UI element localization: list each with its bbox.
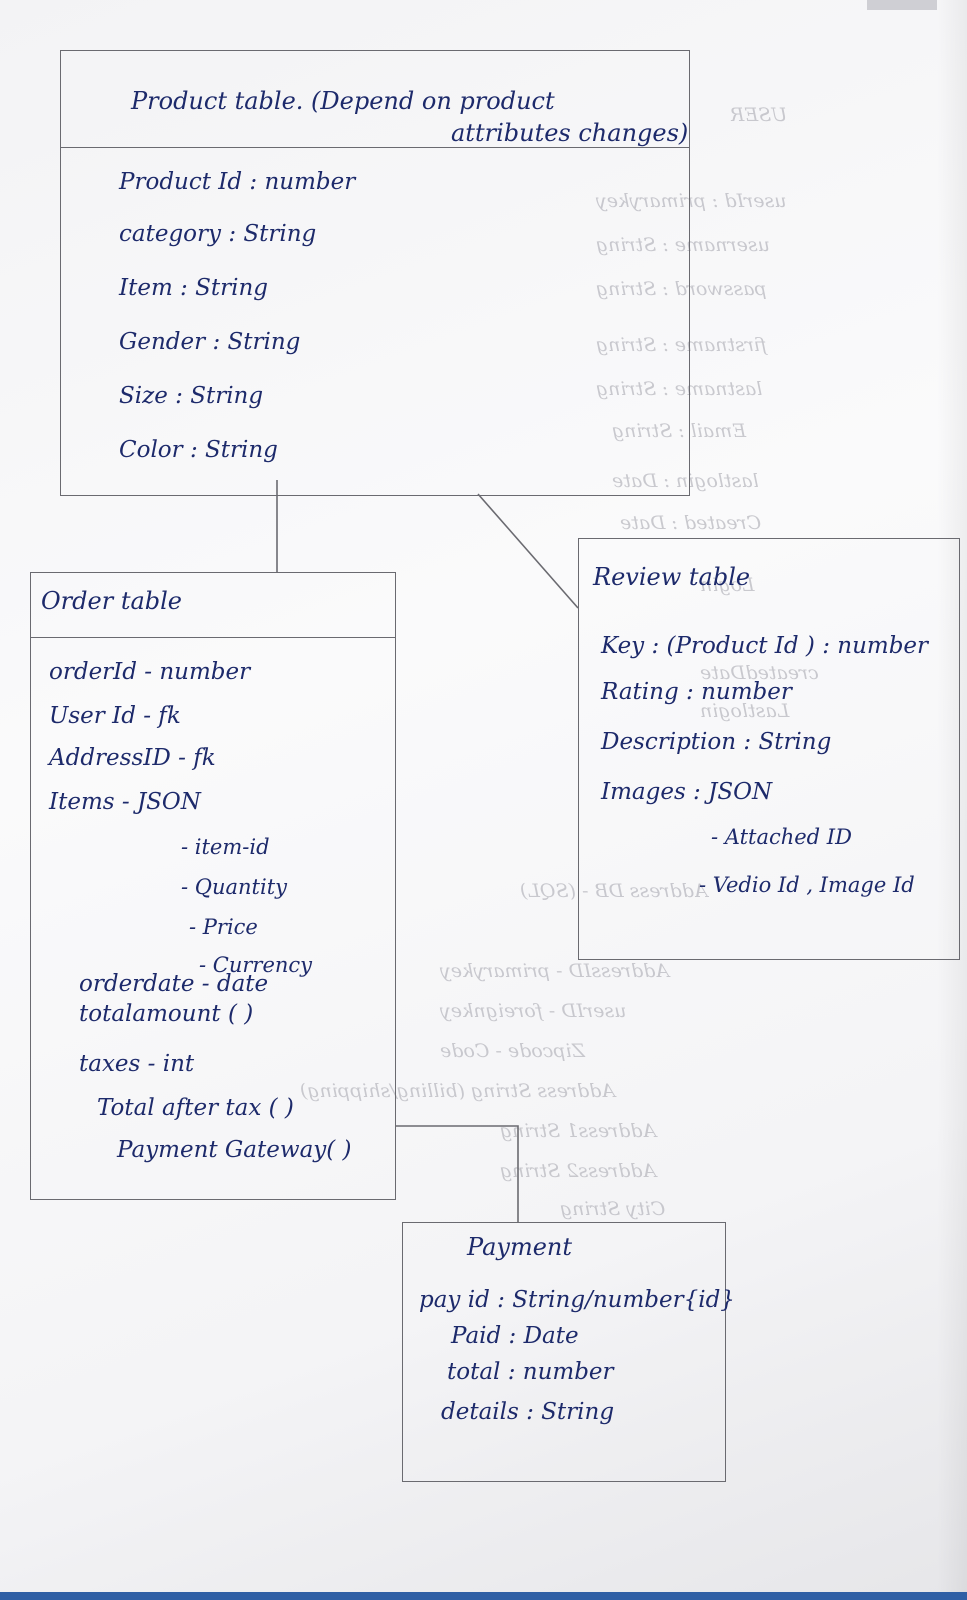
order-table-divider xyxy=(31,637,395,638)
order-field: Items - JSON xyxy=(49,789,201,815)
order-field: orderdate - date xyxy=(79,971,269,997)
order-item-subfield: - item-id xyxy=(181,835,270,859)
product-field: category : String xyxy=(119,221,317,247)
page-bottom-strip xyxy=(0,1592,967,1600)
order-item-subfield: - Quantity xyxy=(181,875,288,899)
product-table-title: Product table. (Depend on product xyxy=(131,87,555,115)
payment-field: details : String xyxy=(441,1399,615,1425)
page-shadow xyxy=(937,0,967,1600)
page-corner-mark xyxy=(867,0,937,10)
payment-field: total : number xyxy=(447,1359,614,1385)
order-payment-connector xyxy=(396,1125,519,1222)
order-field: AddressID - fk xyxy=(49,745,216,771)
review-field: Key : (Product Id ) : number xyxy=(601,633,929,659)
order-item-subfield: - Price xyxy=(189,915,258,939)
review-table-title: Review table xyxy=(593,563,751,591)
order-field: orderId - number xyxy=(49,659,251,685)
review-field: Description : String xyxy=(601,729,832,755)
product-table-divider xyxy=(61,147,689,148)
review-field: Images : JSON xyxy=(601,779,773,805)
order-field: Total after tax ( ) xyxy=(97,1095,294,1121)
payment-table: Payment pay id : String/number{id} Paid … xyxy=(402,1222,735,1482)
payment-field: pay id : String/number{id} xyxy=(419,1287,735,1313)
order-item-subfield: - Currency xyxy=(199,953,313,977)
product-field: Item : String xyxy=(119,275,269,301)
payment-table-title: Payment xyxy=(467,1233,572,1261)
product-field: Gender : String xyxy=(119,329,301,355)
product-field: Size : String xyxy=(119,383,264,409)
order-field: taxes - int xyxy=(79,1051,195,1077)
order-field: User Id - fk xyxy=(49,703,181,729)
payment-field: Paid : Date xyxy=(451,1323,579,1349)
order-field: Payment Gateway( ) xyxy=(117,1137,352,1163)
order-table-title: Order table xyxy=(41,587,183,615)
product-table-title-continued: attributes changes) xyxy=(451,119,689,147)
review-field: Rating : number xyxy=(601,679,792,705)
order-field: totalamount ( ) xyxy=(79,1001,254,1027)
review-image-subfield: - Vedio Id , Image Id xyxy=(699,873,915,897)
product-review-connector xyxy=(477,493,579,609)
order-table: Order table orderId - number User Id - f… xyxy=(30,572,396,1200)
product-field: Color : String xyxy=(119,437,278,463)
review-image-subfield: - Attached ID xyxy=(711,825,852,849)
product-table: Product table. (Depend on product attrib… xyxy=(60,50,690,496)
product-field: Product Id : number xyxy=(119,169,356,195)
review-table: Review table Key : (Product Id ) : numbe… xyxy=(578,538,960,960)
